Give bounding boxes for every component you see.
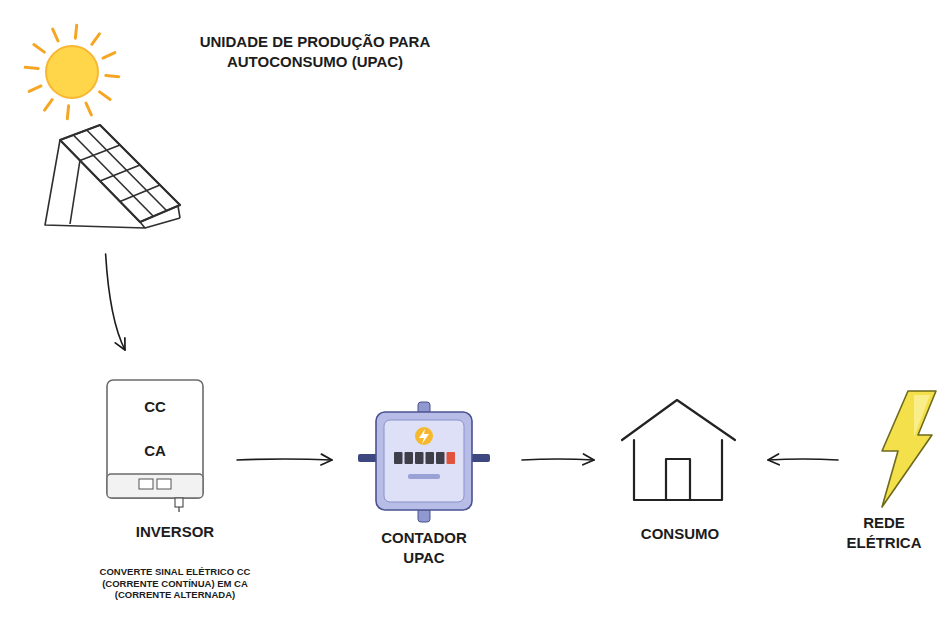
inverter-label: INVERSOR — [50, 523, 300, 541]
solar-unit: UNIDADE DE PRODUÇÃO PARA AUTOCONSUMO (UP… — [10, 10, 470, 242]
meter-icon — [358, 402, 490, 522]
ac-label: CA — [125, 442, 185, 460]
flow-arrow — [522, 459, 594, 460]
consumption-label: CONSUMO — [600, 525, 760, 543]
meter-box: CONTADOR UPAC — [340, 400, 510, 572]
grid-label: REDE ELÉTRICA — [828, 513, 940, 553]
solar-panel — [45, 125, 180, 228]
unit-heading: UNIDADE DE PRODUÇÃO PARA AUTOCONSUMO (UP… — [160, 32, 470, 72]
flow-arrow — [237, 459, 332, 460]
panel-icon — [10, 10, 200, 240]
flow-arrow — [106, 254, 125, 350]
house-box: CONSUMO — [600, 395, 760, 557]
house-icon — [620, 397, 740, 503]
flow-arrow — [768, 459, 838, 460]
dc-label: CC — [125, 398, 185, 416]
inverter-box: CC CA INVERSOR CONVERTE SINAL ELÉTRICO CC (… — [50, 378, 300, 615]
bolt-icon — [874, 389, 938, 509]
meter-label: CONTADOR UPAC — [367, 528, 481, 568]
sun — [25, 25, 119, 119]
inverter-note: CONVERTE SINAL ELÉTRICO CC (CORRENTE CON… — [80, 566, 270, 601]
grid-box: REDE ELÉTRICA — [828, 385, 940, 577]
